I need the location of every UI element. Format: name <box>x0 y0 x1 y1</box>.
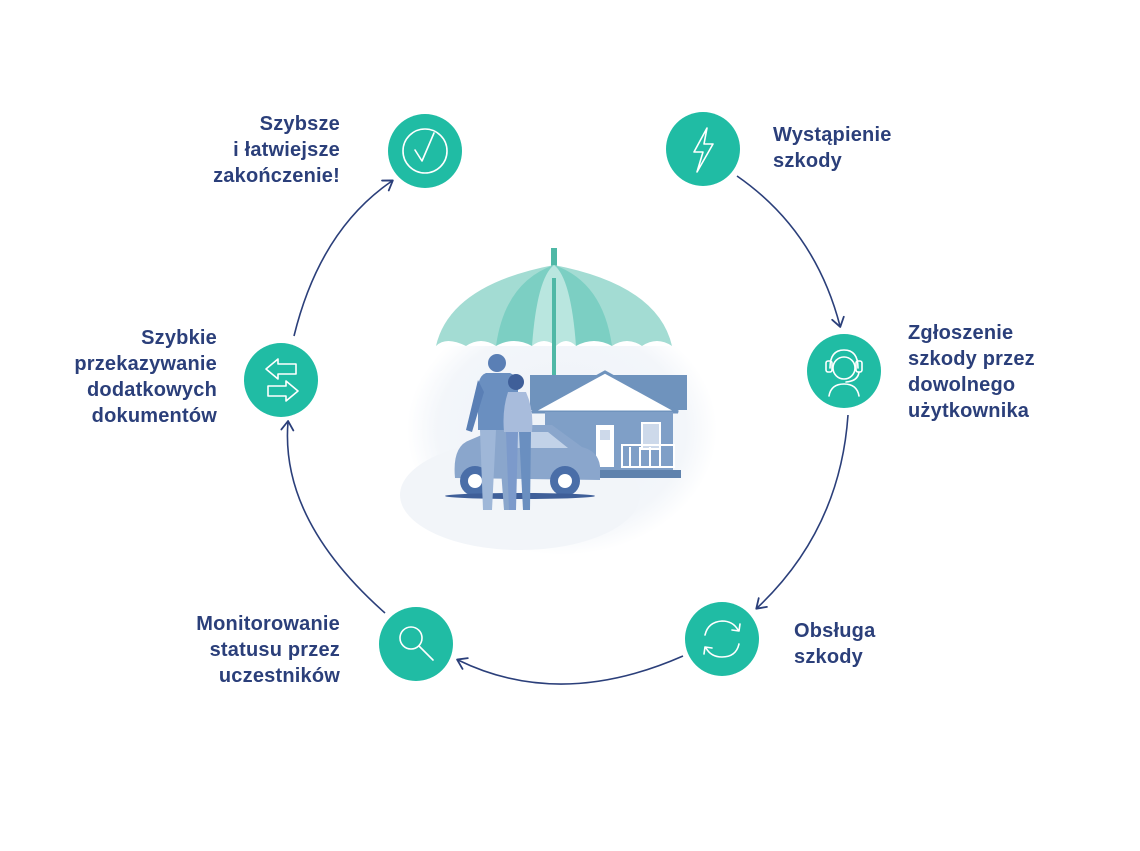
step-4-label: Monitorowanie statusu przez uczestników <box>196 611 340 689</box>
step-1-label: Wystąpienie szkody <box>773 122 892 174</box>
step-2-label-line-4: użytkownika <box>908 398 1035 424</box>
step-3-label-line-1: Obsługa <box>794 618 875 644</box>
step-1-circle <box>666 112 740 186</box>
arrow-step1-to-step2 <box>737 176 840 326</box>
step-1-label-line-2: szkody <box>773 148 892 174</box>
arrow-step3-to-step4 <box>458 656 683 684</box>
step-2-label-line-2: szkody przez <box>908 346 1035 372</box>
arrow-step2-to-step3 <box>757 415 848 608</box>
step-4-label-line-2: statusu przez <box>196 637 340 663</box>
step-2-label-line-3: dowolnego <box>908 372 1035 398</box>
umbrella-family-house-car-illustration <box>400 248 717 555</box>
arrow-step5-to-step6 <box>294 181 392 336</box>
step-6-label-line-2: i łatwiejsze <box>213 137 340 163</box>
step-2-label: Zgłoszenie szkody przez dowolnego użytko… <box>908 320 1035 424</box>
step-5-label-line-1: Szybkie <box>74 325 217 351</box>
step-5-label-line-4: dokumentów <box>74 403 217 429</box>
step-2-label-line-1: Zgłoszenie <box>908 320 1035 346</box>
step-3-label-line-2: szkody <box>794 644 875 670</box>
step-6-label-line-3: zakończenie! <box>213 163 340 189</box>
step-4-label-line-1: Monitorowanie <box>196 611 340 637</box>
step-6-label-line-1: Szybsze <box>213 111 340 137</box>
arrow-step4-to-step5 <box>287 422 385 613</box>
step-5-label: Szybkie przekazywanie dodatkowych dokume… <box>74 325 217 429</box>
step-5-label-line-3: dodatkowych <box>74 377 217 403</box>
step-5-label-line-2: przekazywanie <box>74 351 217 377</box>
step-1-label-line-1: Wystąpienie <box>773 122 892 148</box>
step-6-label: Szybsze i łatwiejsze zakończenie! <box>213 111 340 189</box>
step-2-circle <box>807 334 881 408</box>
step-4-circle <box>379 607 453 681</box>
step-4-label-line-3: uczestników <box>196 663 340 689</box>
step-3-circle <box>685 602 759 676</box>
step-5-circle <box>244 343 318 417</box>
step-3-label: Obsługa szkody <box>794 618 875 670</box>
step-6-circle <box>388 114 462 188</box>
